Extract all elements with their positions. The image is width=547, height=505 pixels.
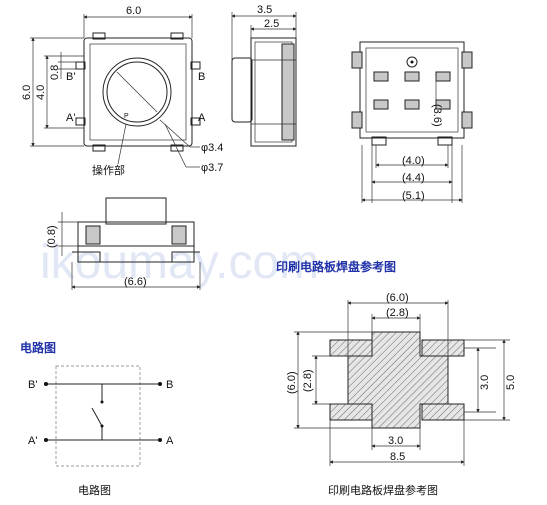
top-inner-dim: 4.0	[35, 85, 47, 100]
circuit-title: 电路图	[20, 340, 56, 355]
pcb-top-inner: (2.8)	[386, 307, 409, 319]
label-b: B	[198, 71, 205, 83]
switch-body-outline	[83, 37, 193, 147]
label-a-prime: A'	[66, 112, 75, 124]
pcb-right-outer: 5.0	[505, 375, 517, 390]
side-body-dim: 2.5	[264, 18, 279, 30]
front-height-dim: (0.8)	[46, 225, 58, 248]
label-a: A	[198, 112, 206, 124]
circuit-diagram: B' B A' A 电路图	[28, 365, 174, 497]
circuit-caption: 电路图	[78, 484, 111, 497]
top-small-dim: 0.8	[49, 65, 61, 80]
svg-text:P: P	[124, 113, 129, 120]
pcb-right-inner: 3.0	[479, 375, 491, 390]
top-height-dim: 6.0	[21, 85, 33, 100]
pcb-pattern: (6.0) (2.8) (6.0) (2.8) 3.0 5.0 3.0 8.5 …	[286, 292, 517, 497]
bottom-view: (3.6) (4.0) (4.4) (5.1)	[351, 41, 473, 203]
actuator-outer	[102, 57, 172, 127]
circuit-b-prime: B'	[28, 379, 37, 391]
bottom-d1: (4.0)	[402, 155, 425, 167]
label-b-prime: B'	[66, 71, 75, 83]
outer-dia-dim: φ3.7	[201, 162, 223, 174]
pcb-caption: 印刷电路板焊盘参考图	[328, 483, 438, 497]
circuit-a-prime: A'	[28, 435, 37, 447]
actuator-inner	[106, 61, 168, 123]
side-view: 3.5 2.5	[231, 4, 297, 147]
bottom-d3: (5.1)	[402, 190, 425, 202]
pcb-bottom-outer: 8.5	[390, 451, 405, 463]
pcb-left-inner: (2.8)	[302, 369, 314, 392]
front-view: (0.8) (6.6)	[46, 197, 201, 290]
actuator-label: 操作部	[92, 163, 125, 177]
pcb-title: 印刷电路板焊盘参考图	[276, 259, 396, 274]
pcb-left-outer: (6.0)	[286, 371, 298, 394]
top-width-dim: 6.0	[126, 5, 141, 17]
front-width-dim: (6.6)	[124, 276, 147, 288]
top-view: 6.0 P B' B A' A 6.0 4.0 0.8	[21, 5, 223, 177]
pcb-bottom-inner: 3.0	[388, 435, 403, 447]
bottom-d2: (4.4)	[402, 172, 425, 184]
side-depth-dim: 3.5	[257, 4, 272, 16]
actuator-dia-dim: φ3.4	[201, 142, 223, 154]
pcb-top-outer: (6.0)	[386, 292, 409, 304]
bottom-pitch-dim: (3.6)	[431, 104, 443, 127]
circuit-a: A	[166, 435, 174, 447]
circuit-b: B	[166, 379, 173, 391]
